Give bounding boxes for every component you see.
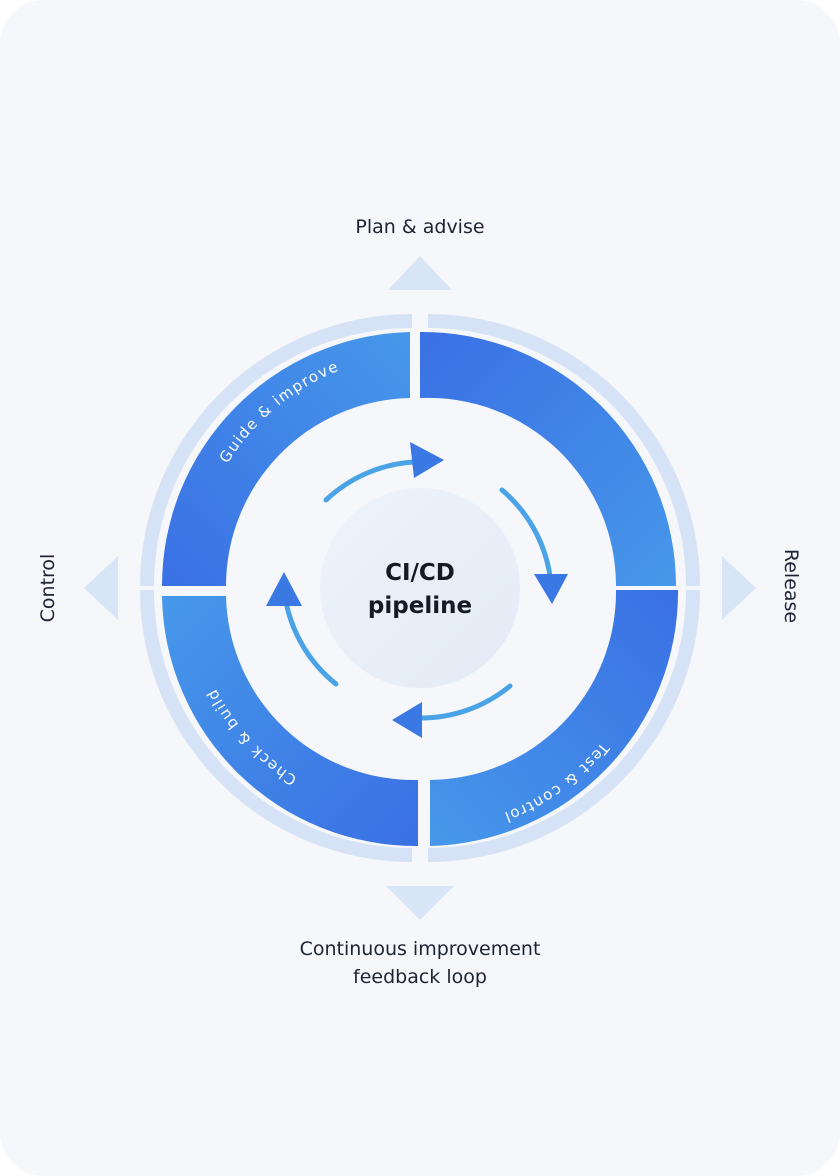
cycle-arrow-top xyxy=(323,459,417,503)
cycle-arrowhead-bottom xyxy=(392,702,422,738)
cycle-arrow-icon xyxy=(283,459,553,721)
label-feedback-loop-line2: feedback loop xyxy=(353,966,487,988)
segment-test-control xyxy=(430,590,679,846)
segment-top-right xyxy=(420,331,676,586)
center-title-line2: pipeline xyxy=(368,593,472,619)
center-circle xyxy=(320,488,520,688)
segment-guide-improve xyxy=(162,332,410,586)
cycle-arrowhead-right xyxy=(534,574,568,604)
triangle-right-icon xyxy=(722,556,756,620)
label-feedback-loop: Continuous improvement feedback loop xyxy=(0,935,840,991)
cycle-arrow-left xyxy=(283,599,339,687)
cycle-arrowheads xyxy=(266,442,568,738)
cycle-arrow-bottom xyxy=(417,683,513,721)
cycle-arrowhead-top xyxy=(410,442,444,478)
center-title-line1: CI/CD xyxy=(385,560,455,586)
cycle-arrow-right xyxy=(499,487,553,579)
triangle-down-icon xyxy=(386,886,454,920)
cycle-arrowhead-left xyxy=(266,572,302,606)
triangle-up-icon xyxy=(388,256,452,290)
label-control: Control xyxy=(37,553,59,623)
label-release: Release xyxy=(780,548,802,624)
triangle-left-icon xyxy=(84,556,118,620)
label-feedback-loop-line1: Continuous improvement xyxy=(299,938,541,960)
label-plan-advise: Plan & advise xyxy=(355,216,485,238)
segment-check-build xyxy=(162,596,418,847)
